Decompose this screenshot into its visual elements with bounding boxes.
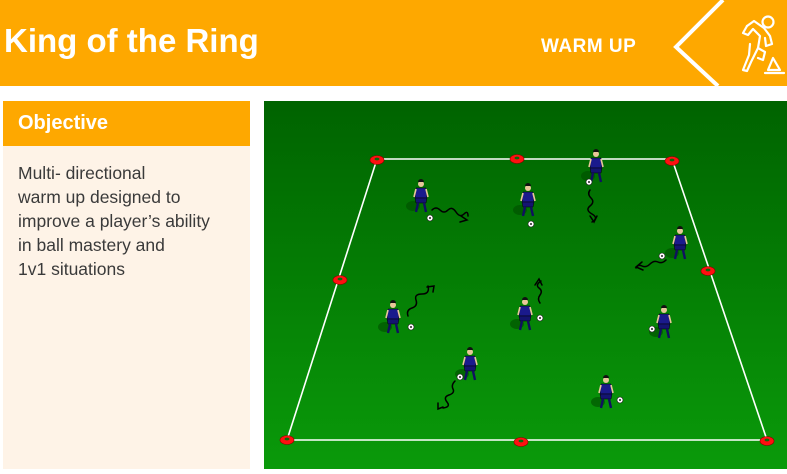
objective-line: 1v1 situations <box>18 259 126 279</box>
dribble-arrows <box>406 189 667 411</box>
cone-marker <box>279 435 295 445</box>
objective-text: Multi- directional warm up designed to i… <box>18 161 246 281</box>
objective-line: improve a player’s ability <box>18 211 210 231</box>
section-label: WARM UP <box>541 36 637 57</box>
ball-icon <box>426 214 434 222</box>
ball-icon <box>456 373 464 381</box>
cone-marker <box>513 437 529 447</box>
objective-line: warm up designed to <box>18 187 181 207</box>
objective-heading: Objective <box>18 112 109 134</box>
cone-marker <box>332 275 348 285</box>
player-figure <box>579 147 605 184</box>
player-kicking-cone-icon <box>673 0 786 86</box>
player-figure <box>508 295 534 332</box>
ball-icon <box>658 252 666 260</box>
player-figure <box>647 303 673 340</box>
drill-diagram <box>264 101 787 469</box>
objective-panel: Objective Multi- directional warm up des… <box>3 101 250 469</box>
ball-icon <box>616 396 624 404</box>
ball-icon <box>585 178 593 186</box>
ball-icon <box>407 323 415 331</box>
page-header: King of the Ring WARM UP <box>0 0 787 86</box>
ball-icon <box>648 325 656 333</box>
cone-marker <box>664 156 680 166</box>
player-figure <box>511 181 537 218</box>
objective-line: Multi- directional <box>18 163 146 183</box>
player-figure <box>663 224 689 261</box>
ball-icon <box>536 314 544 322</box>
player-figure <box>404 177 430 214</box>
pitch-drawing <box>279 147 775 447</box>
drill-title: King of the Ring <box>4 22 259 59</box>
cone-marker <box>509 154 525 164</box>
cone-marker <box>759 436 775 446</box>
objective-header: Objective <box>3 101 250 146</box>
player-figure <box>589 373 615 410</box>
cone-marker <box>700 266 716 276</box>
ball-icon <box>527 220 535 228</box>
player-figure <box>376 298 402 335</box>
objective-line: in ball mastery and <box>18 235 165 255</box>
cone-marker <box>369 155 385 165</box>
